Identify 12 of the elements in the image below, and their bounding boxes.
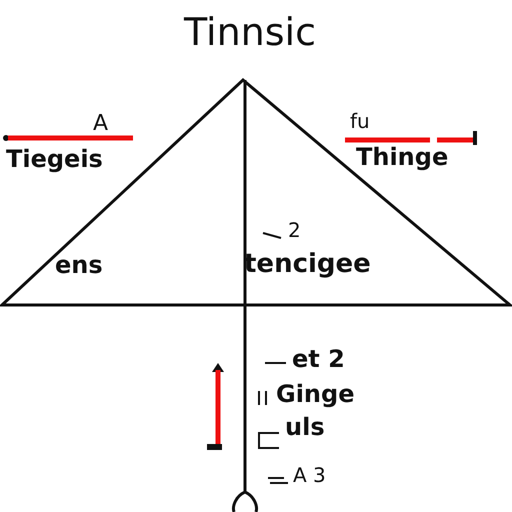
diagram-label: uls (285, 414, 325, 440)
diagram-label: Ginge (276, 381, 354, 408)
diagram-label: tencigee (244, 250, 371, 279)
diagram-label: et 2 (292, 346, 345, 372)
diagram-label: 2 (288, 219, 301, 241)
diagram-label: Tiegeis (6, 146, 103, 172)
diagram-label: A 3 (293, 464, 326, 486)
diagram-label: ens (55, 252, 103, 278)
diagram-label: A (93, 112, 108, 136)
diagram-label: fu (350, 110, 370, 132)
diagram-title: Tinnsic (182, 12, 318, 54)
diagram-label: Thinge (356, 144, 448, 170)
